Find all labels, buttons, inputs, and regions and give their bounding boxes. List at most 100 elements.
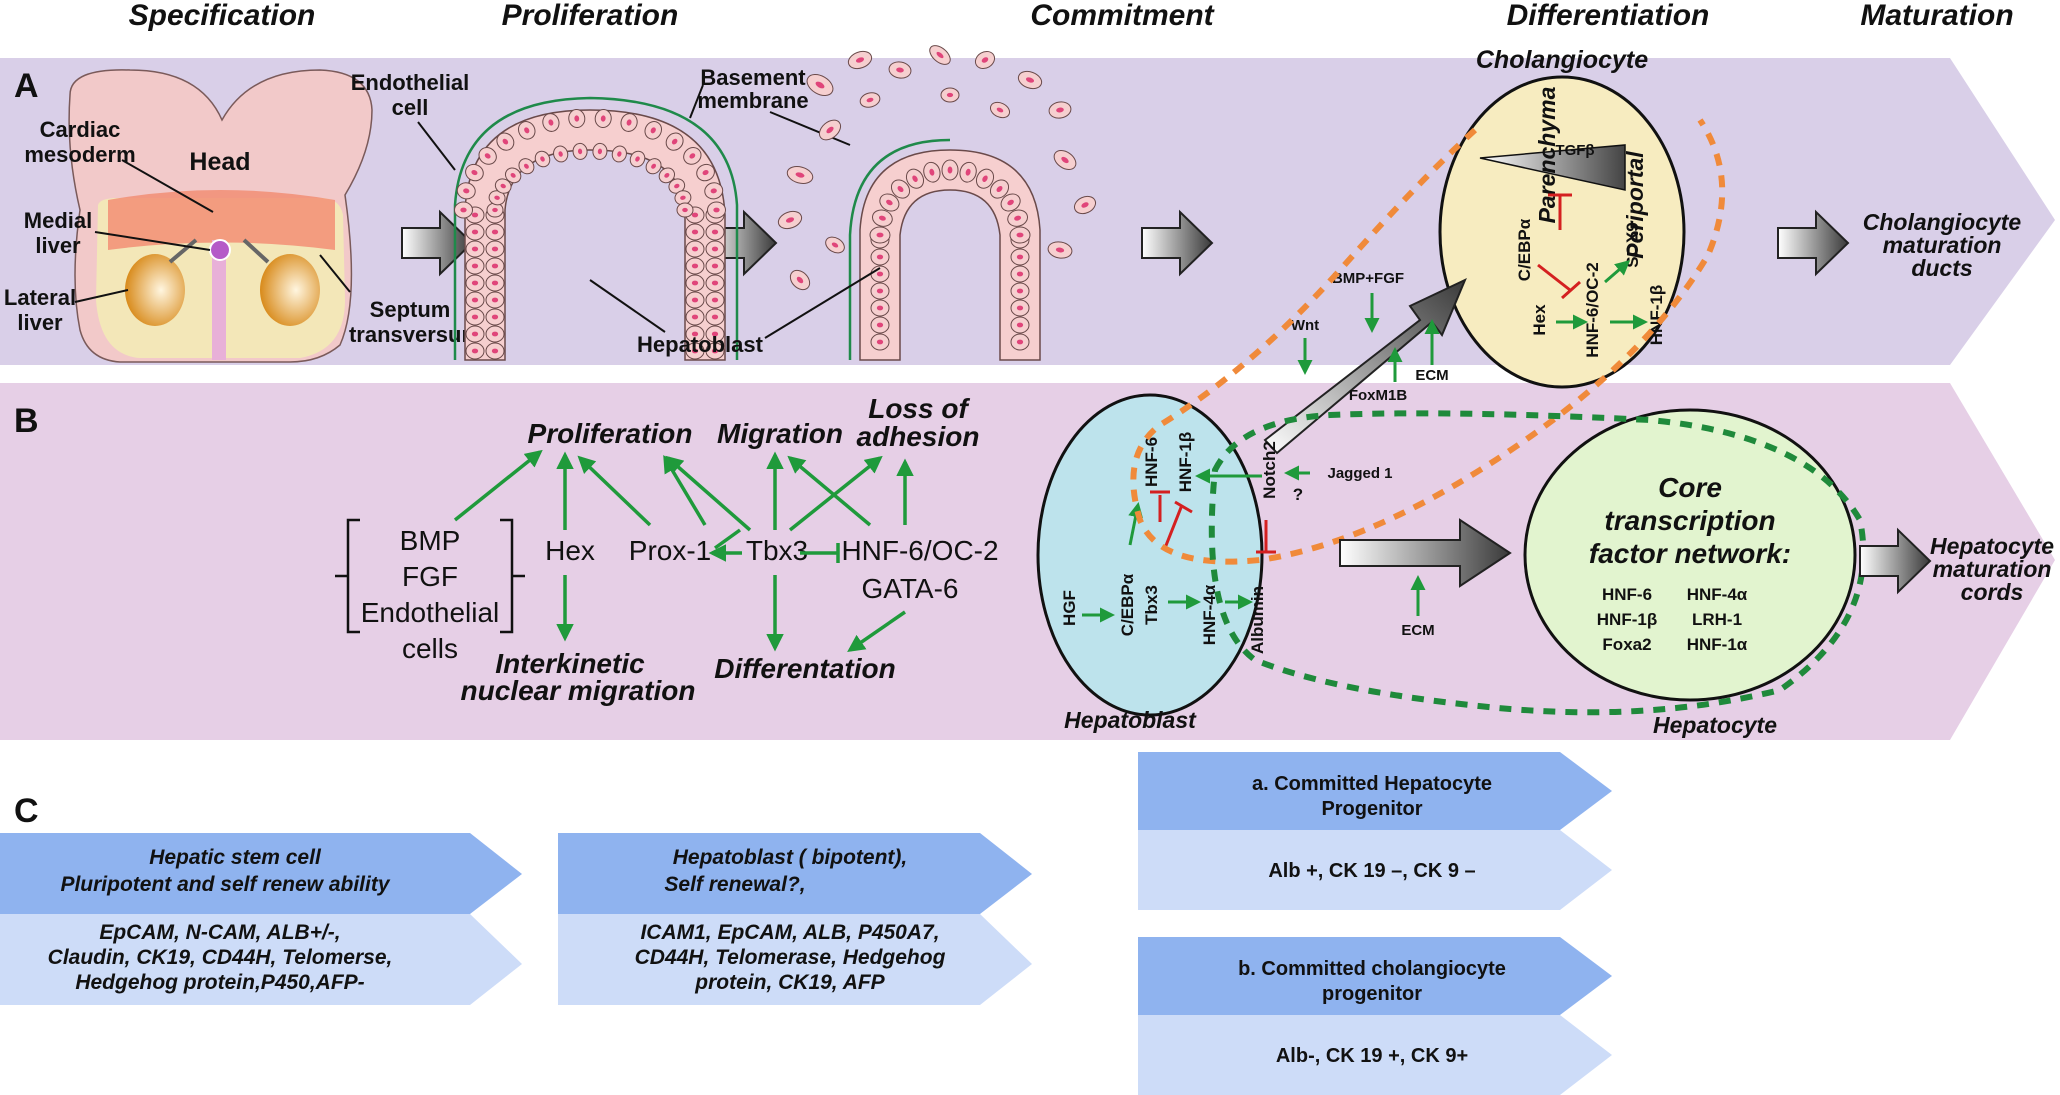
label-hb-tbx3: Tbx3 — [1142, 585, 1161, 625]
hb-markers-1: ICAM1, EpCAM, ALB, P450A7, — [640, 921, 939, 944]
stem-markers-3: Hedgehog protein,P450,AFP- — [75, 971, 364, 994]
cell-nucleus — [878, 215, 886, 221]
stage-commitment: Commitment — [1030, 0, 1215, 32]
cell-nucleus — [680, 195, 686, 200]
panel-letter-c: C — [14, 792, 39, 830]
hep-progenitor-marker-arrow — [1138, 830, 1612, 910]
cell-nucleus — [691, 229, 699, 235]
label-medial-line1: Medial — [24, 208, 92, 233]
label-hepatocyte: Hepatocyte — [1653, 712, 1777, 738]
cell-nucleus — [471, 348, 479, 354]
cell-nucleus — [1061, 156, 1069, 164]
cell-nucleus — [711, 348, 719, 354]
cell-nucleus — [691, 263, 699, 269]
label-hepatoblast-b: Hepatoblast — [1064, 707, 1197, 733]
label-cells: cells — [402, 633, 458, 664]
stage-proliferation: Proliferation — [502, 0, 679, 32]
cell-nucleus — [650, 127, 656, 134]
label-tgfb: TGFβ — [1555, 142, 1594, 159]
cell-nucleus — [491, 229, 499, 235]
panel-letter-b: B — [14, 402, 39, 440]
cell-nucleus — [1016, 339, 1024, 345]
label-loss-adhesion-2: adhesion — [857, 421, 980, 452]
leader-medial — [94, 231, 211, 251]
cell-nucleus — [558, 151, 563, 157]
label-jagged1: Jagged 1 — [1327, 465, 1392, 482]
label-core-3: factor network: — [1589, 538, 1791, 569]
hepatocyte-ellipse — [1523, 408, 1857, 702]
leader-septum — [319, 254, 351, 293]
cell-nucleus — [1016, 271, 1024, 277]
label-basement-line2: membrane — [697, 88, 808, 113]
cell-nucleus — [876, 271, 884, 277]
hep-prog-title-1: a. Committed Hepatocyte — [1252, 773, 1492, 795]
stem-title-2: Pluripotent and self renew ability — [60, 873, 390, 896]
core-tf-foxa2: Foxa2 — [1602, 635, 1651, 654]
chol-network-edges — [1537, 193, 1648, 330]
tgfb-gradient — [1479, 144, 1626, 191]
cell-nucleus — [711, 229, 719, 235]
label-ecm-b: ECM — [1401, 622, 1434, 639]
stem-cell-marker-arrow — [0, 914, 522, 1005]
core-tf-hnf1a: HNF-1α — [1687, 635, 1748, 654]
cell-nucleus — [460, 207, 467, 213]
hep-prog-title-2: Progenitor — [1321, 798, 1422, 820]
label-cardiac-line1: Cardiac — [40, 117, 121, 142]
cell-nucleus — [577, 148, 583, 155]
cell-nucleus — [600, 115, 606, 122]
hb-markers-3: protein, CK19, AFP — [694, 971, 885, 994]
cell-nucleus — [996, 186, 1003, 193]
core-tf-lrh1: LRH-1 — [1692, 610, 1742, 629]
cell-nucleus — [1081, 202, 1089, 208]
arrow-to-hepatocyte — [1339, 518, 1512, 588]
cell-nucleus — [471, 314, 479, 320]
label-chol-hnf6: HNF-6/OC-2 — [1583, 262, 1602, 357]
cell-nucleus — [491, 280, 499, 286]
label-endothelial-b: Endothelial — [361, 597, 500, 628]
cell-nucleus — [711, 263, 719, 269]
stage-arrow-5 — [1859, 527, 1932, 595]
cell-nucleus — [471, 331, 479, 337]
label-bmp: BMP — [400, 525, 461, 556]
cell-nucleus — [691, 212, 699, 218]
cell-nucleus — [965, 168, 971, 176]
cell-nucleus — [796, 276, 804, 284]
stem-markers-1: EpCAM, N-CAM, ALB+/-, — [99, 921, 340, 944]
cell-nucleus — [674, 183, 680, 189]
label-foxm1b: FoxM1B — [1349, 387, 1408, 404]
stage-maturation: Maturation — [1860, 0, 2013, 32]
cell-nucleus — [815, 81, 825, 89]
leader-basement-2 — [769, 111, 851, 146]
cell-nucleus — [491, 297, 499, 303]
cell-nucleus — [691, 297, 699, 303]
cell-nucleus — [711, 314, 719, 320]
hep-prog-markers: Alb +, CK 19 –, CK 9 – — [1268, 860, 1475, 882]
label-chol-maturation-1: Cholangiocyte — [1863, 209, 2022, 235]
core-tf-hnf6: HNF-6 — [1602, 585, 1652, 604]
cell-nucleus — [671, 138, 678, 145]
cholangiocyte-fate-boundary — [1130, 118, 1726, 565]
label-medial-line2: liver — [35, 233, 81, 258]
cell-nucleus — [597, 148, 603, 155]
cell-nucleus — [492, 207, 498, 213]
cell-nucleus — [689, 153, 696, 159]
cell-nucleus — [876, 305, 884, 311]
cell-nucleus — [711, 331, 719, 337]
label-cardiac-line2: mesoderm — [24, 142, 135, 167]
cell-nucleus — [711, 246, 719, 252]
label-core-2: transcription — [1604, 505, 1775, 536]
label-core-1: Core — [1658, 472, 1722, 503]
label-chol-sox9: SOX9 — [1623, 222, 1642, 267]
leader-lateral — [74, 289, 129, 303]
cell-nucleus — [471, 246, 479, 252]
cell-nucleus — [713, 207, 720, 213]
hb-title-1: Hepatoblast ( bipotent), — [673, 846, 908, 869]
cell-nucleus — [1016, 305, 1024, 311]
cell-nucleus — [500, 183, 506, 189]
cell-nucleus — [710, 188, 717, 194]
cell-nucleus — [463, 188, 470, 194]
hepatoblast-marker-arrow — [558, 914, 1032, 1005]
leader-hepatoblast-2 — [764, 267, 881, 339]
label-hep-maturation-2: maturation — [1933, 556, 2052, 582]
cell-nucleus — [471, 170, 478, 176]
